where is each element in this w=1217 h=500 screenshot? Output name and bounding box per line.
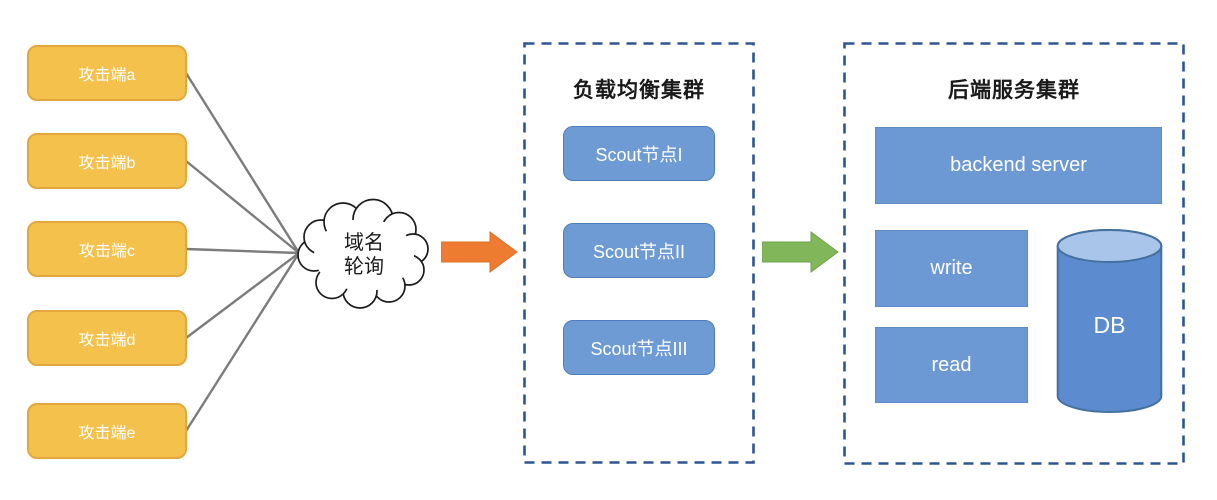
attacker-node-c-label: 攻击端c xyxy=(78,243,135,260)
flow-arrow-orange-icon xyxy=(441,231,518,273)
scout-node-2-label: Scout节点II xyxy=(592,241,686,262)
attacker-node-d: 攻击端d xyxy=(27,310,187,366)
scout-node-2: Scout节点II xyxy=(563,223,715,278)
read-node: read xyxy=(875,327,1028,403)
attacker-node-a-label: 攻击端a xyxy=(78,67,136,84)
backend-cluster-panel: 后端服务集群 backend server write read DB xyxy=(843,42,1185,465)
cloud-label-line1: 域名 xyxy=(344,232,384,254)
lb-cluster-panel: 负载均衡集群 Scout节点I Scout节点II Scout节点III xyxy=(523,42,755,464)
database-cylinder: DB xyxy=(1056,228,1163,416)
backend-server-node: backend server xyxy=(875,127,1162,204)
flow-arrow-green-icon xyxy=(762,231,839,273)
attacker-node-e-label: 攻击端e xyxy=(78,425,136,442)
write-node: write xyxy=(875,230,1028,307)
backend-server-label: backend server xyxy=(950,154,1087,176)
database-cylinder-icon xyxy=(1056,229,1163,413)
database-label: DB xyxy=(1093,312,1126,338)
cloud-icon xyxy=(297,198,429,309)
cloud-label: 域名 轮询 xyxy=(289,197,439,313)
backend-cluster-dashed-border xyxy=(843,42,1185,465)
attacker-node-b-label: 攻击端b xyxy=(78,155,136,172)
scout-node-3-label: Scout节点III xyxy=(590,338,688,359)
scout-node-3: Scout节点III xyxy=(563,320,715,375)
attacker-node-e: 攻击端e xyxy=(27,403,187,459)
attacker-node-c: 攻击端c xyxy=(27,221,187,277)
attacker-node-b: 攻击端b xyxy=(27,133,187,189)
attacker-node-d-label: 攻击端d xyxy=(78,332,136,349)
backend-cluster-title: 后端服务集群 xyxy=(948,79,1080,102)
scout-node-1-label: Scout节点I xyxy=(595,144,683,165)
attacker-node-a: 攻击端a xyxy=(27,45,187,101)
read-node-label: read xyxy=(931,353,972,376)
scout-node-1: Scout节点I xyxy=(563,126,715,181)
lb-cluster-title: 负载均衡集群 xyxy=(573,79,705,102)
write-node-label: write xyxy=(930,257,973,279)
dns-round-robin-cloud: 域名 轮询 xyxy=(289,197,439,313)
cloud-label-line2: 轮询 xyxy=(344,256,384,278)
